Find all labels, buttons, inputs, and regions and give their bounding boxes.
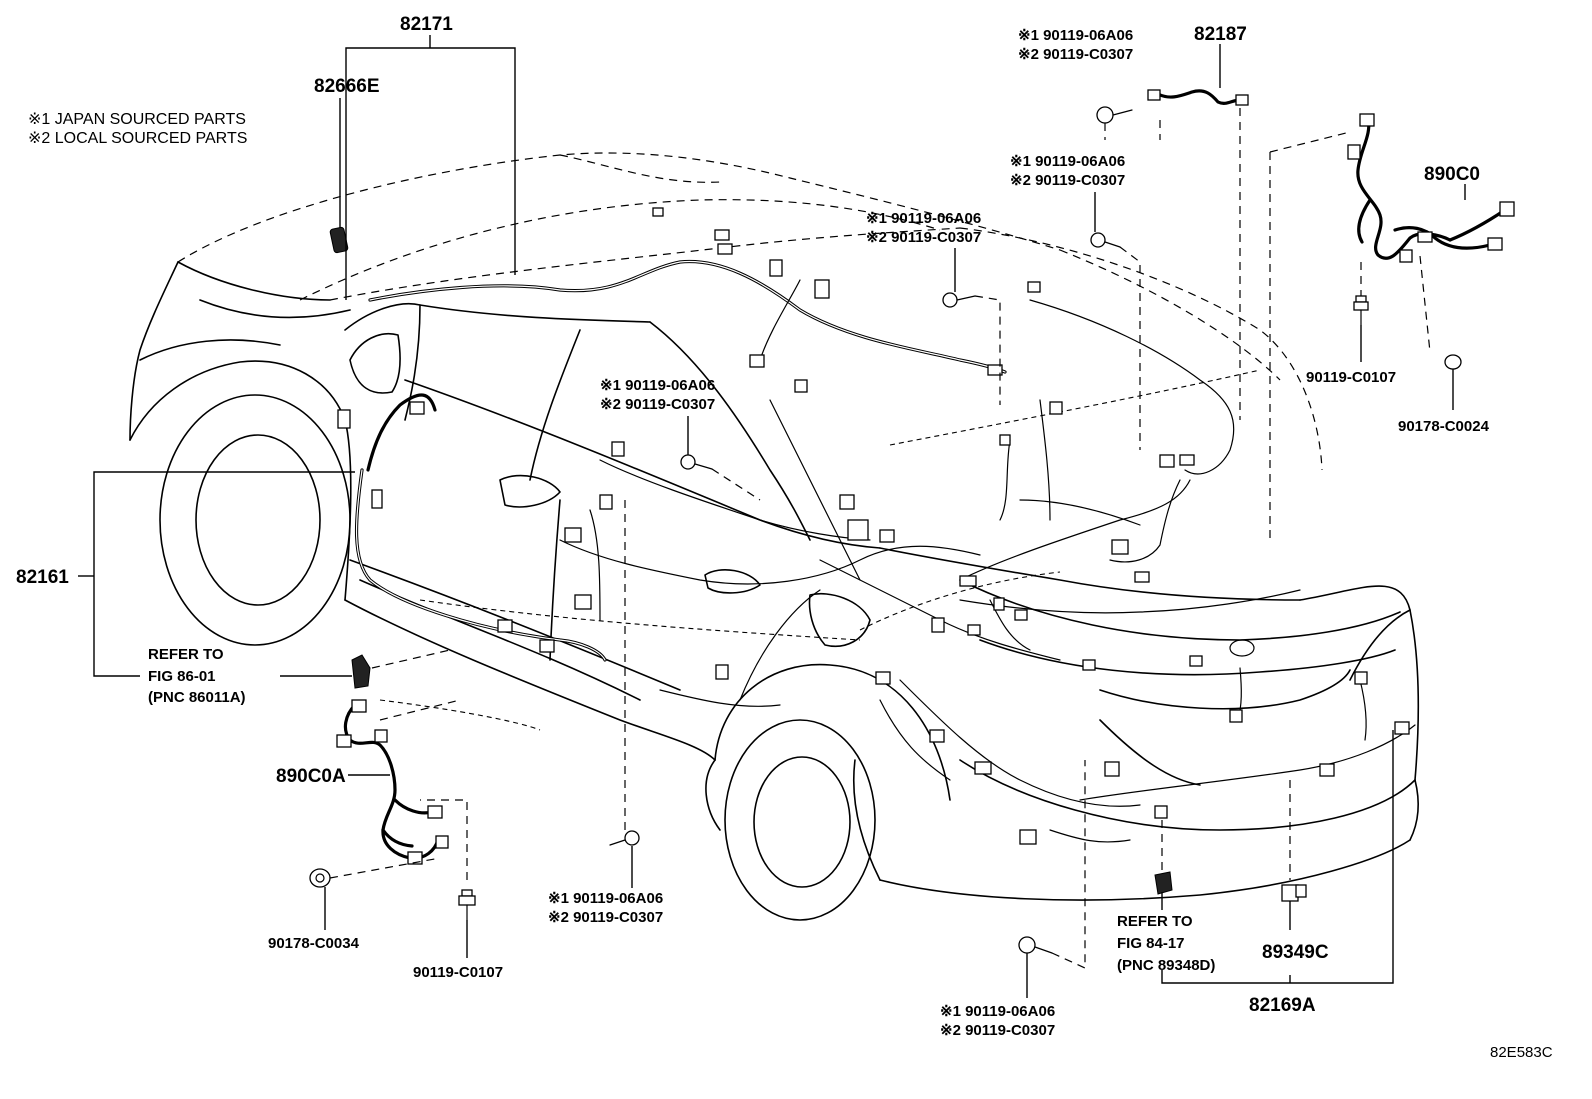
bolt-bottom-right-line1: ※1 90119-06A06 [940,1003,1055,1020]
rear-bumper-parts [1018,871,1307,954]
refer-left-line3: (PNC 86011A) [148,689,246,706]
car-body-outline [129,152,1420,921]
label-82169A: 82169A [1249,995,1316,1016]
harness-890C0A [309,699,476,958]
label-90119-C0107-left: 90119-C0107 [413,964,503,981]
refer-rear-line1: REFER TO [1117,913,1193,930]
refer-left-line1: REFER TO [148,646,224,663]
bolt-upper-mid-line2: ※2 90119-C0307 [1010,172,1125,189]
bolt-center-line2: ※2 90119-C0307 [866,229,981,246]
label-82666E: 82666E [314,76,380,97]
bolts [609,232,1121,846]
refer-rear-line3: (PNC 89348D) [1117,957,1215,974]
bolt-left-mid-line2: ※2 90119-C0307 [600,396,715,413]
label-890C0: 890C0 [1424,164,1480,185]
bolt-top-right-line1: ※1 90119-06A06 [1018,27,1133,44]
label-89349C: 89349C [1262,942,1329,963]
clip-86011A [351,654,371,689]
roof-wire-82187 [1096,89,1249,124]
note-local-sourced: ※2 LOCAL SOURCED PARTS [28,130,247,147]
label-90178-C0034: 90178-C0034 [268,935,360,952]
bolt-bottom-mid-line1: ※1 90119-06A06 [548,890,663,907]
refer-left-line2: FIG 86-01 [148,668,216,685]
floor-harness [354,259,1416,843]
bolt-upper-mid-line1: ※1 90119-06A06 [1010,153,1125,170]
bolt-bottom-right-line2: ※2 90119-C0307 [940,1022,1055,1039]
bolt-center-line1: ※1 90119-06A06 [866,210,981,227]
bolt-bottom-mid-line2: ※2 90119-C0307 [548,909,663,926]
label-90178-C0024: 90178-C0024 [1398,418,1490,435]
note-japan-sourced: ※1 JAPAN SOURCED PARTS [28,111,246,128]
figure-id: 82E583C [1490,1044,1553,1061]
refer-rear-line2: FIG 84-17 [1117,935,1185,952]
leader-lines [78,35,1466,998]
label-82161: 82161 [16,567,69,588]
label-890C0A: 890C0A [276,766,346,787]
label-82187: 82187 [1194,24,1247,45]
label-90119-C0107-right: 90119-C0107 [1306,369,1396,386]
harness-890C0 [1347,113,1515,410]
bolt-left-mid-line1: ※1 90119-06A06 [600,377,715,394]
labels: ※1 JAPAN SOURCED PARTS ※2 LOCAL SOURCED … [16,14,1553,1061]
label-82171: 82171 [400,14,453,35]
bolt-top-right-line2: ※2 90119-C0307 [1018,46,1133,63]
harness-connectors [337,207,1410,845]
